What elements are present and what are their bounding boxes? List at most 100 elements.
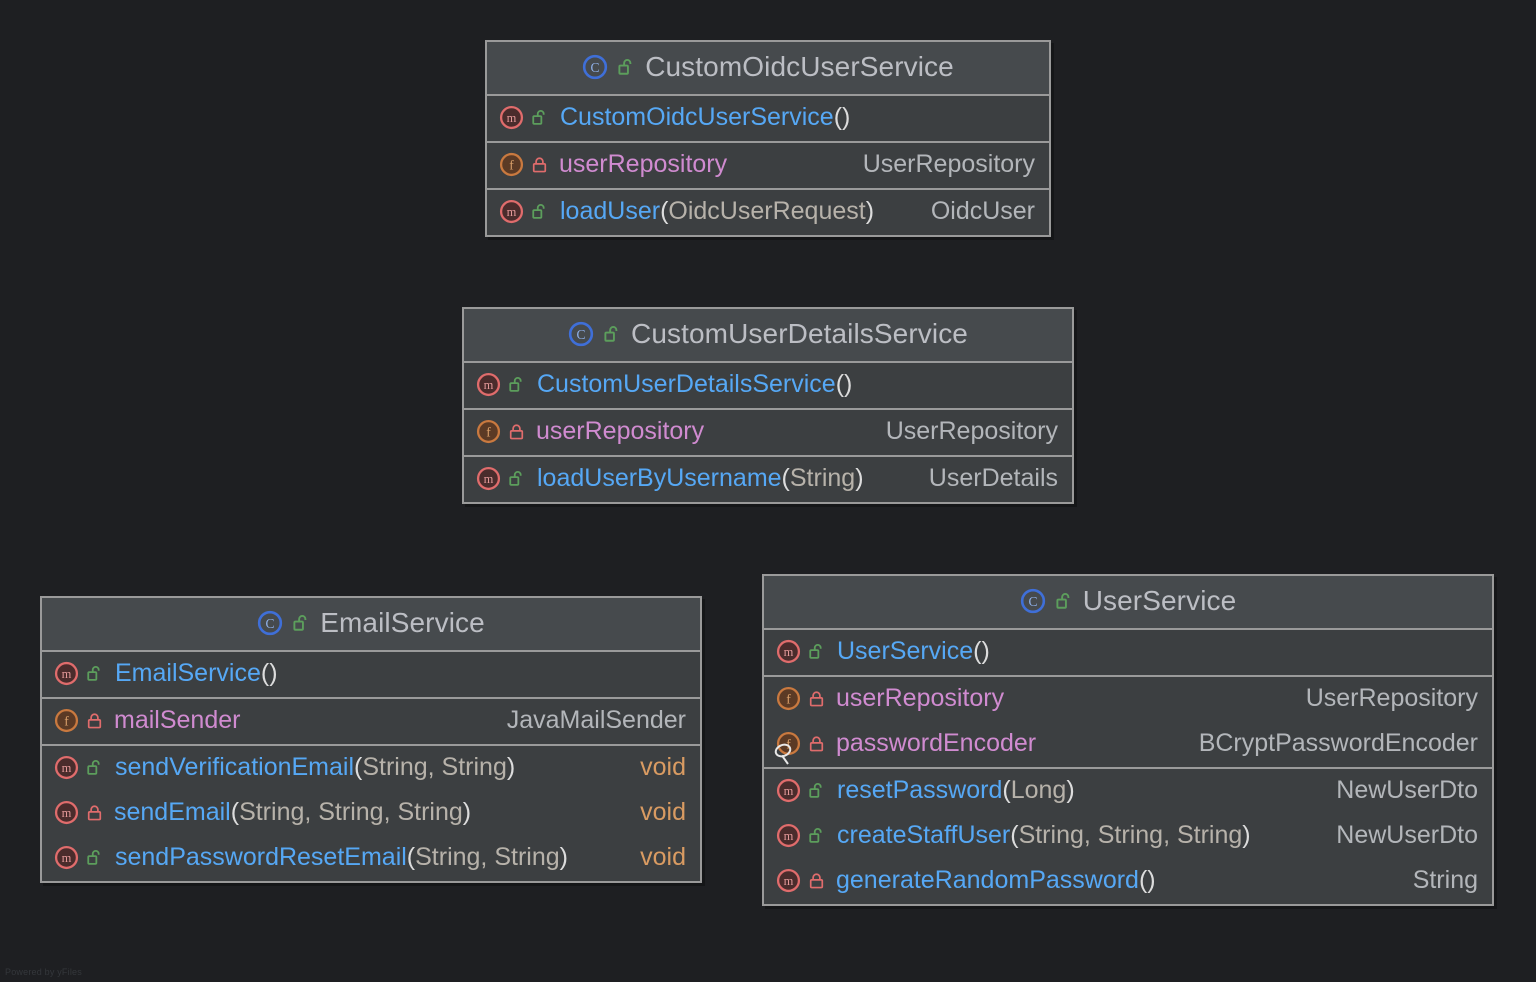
method-icon: m (499, 199, 524, 224)
uml-paren-close: ) (981, 637, 990, 665)
uml-row-icons: m (499, 199, 549, 224)
lock-icon (531, 156, 548, 174)
uml-row-icons: m (476, 466, 526, 491)
uml-field-name: userRepository (559, 150, 728, 178)
class-icon: C (257, 610, 283, 636)
svg-text:m: m (62, 667, 72, 681)
unlock-icon (617, 57, 636, 77)
uml-row-icons: m (476, 372, 526, 397)
uml-return-type: JavaMailSender (506, 706, 686, 734)
svg-text:m: m (784, 645, 794, 659)
uml-paren-open: ( (406, 843, 416, 871)
uml-member-signature: CustomUserDetailsService() (537, 370, 852, 399)
method-icon: m (776, 823, 801, 848)
field-icon: f (54, 708, 79, 733)
unlock-icon (531, 202, 549, 221)
field-icon: f (476, 419, 501, 444)
lock-icon (86, 712, 103, 730)
method-icon: m (476, 372, 501, 397)
uml-paren-close: ) (269, 659, 278, 687)
uml-method-row[interactable]: m createStaffUser(String, String, String)… (764, 814, 1492, 859)
uml-member-signature: loadUser(OidcUserRequest) (560, 197, 874, 226)
uml-member-signature: sendEmail(String, String, String) (114, 798, 471, 827)
uml-field-name: userRepository (536, 417, 705, 445)
svg-text:m: m (484, 378, 494, 392)
method-icon: m (54, 661, 79, 686)
svg-text:f: f (64, 714, 69, 729)
uml-section: m sendVerificationEmail(String, String) vo… (42, 746, 700, 881)
uml-member-signature: loadUserByUsername(String) (537, 464, 864, 493)
uml-row-icons: f (476, 419, 525, 444)
uml-row-icons: m (776, 823, 826, 848)
uml-member-signature: sendVerificationEmail(String, String) (115, 753, 515, 782)
uml-return-type: void (640, 798, 686, 826)
uml-paren-open: ( (835, 370, 845, 398)
uml-method-row[interactable]: m CustomUserDetailsService() (464, 363, 1072, 408)
uml-method-name: CustomUserDetailsService (537, 370, 836, 398)
uml-row-icons: f (54, 708, 103, 733)
uml-paren-open: ( (833, 103, 843, 131)
uml-member-signature: createStaffUser(String, String, String) (837, 821, 1251, 850)
unlock-icon (808, 781, 826, 800)
svg-text:m: m (507, 111, 517, 125)
svg-text:m: m (62, 806, 72, 820)
uml-method-params: OidcUserRequest (668, 197, 866, 225)
svg-text:m: m (784, 874, 794, 888)
uml-member-signature: userRepository (559, 150, 727, 179)
field-icon: f (776, 686, 801, 711)
uml-method-params: Long (1010, 776, 1067, 804)
uml-paren-close: ) (844, 370, 853, 398)
unlock-icon (292, 613, 311, 633)
svg-text:C: C (266, 616, 275, 631)
uml-return-type: NewUserDto (1336, 821, 1478, 849)
uml-method-row[interactable]: m sendEmail(String, String, String) void (42, 791, 700, 836)
svg-text:f: f (786, 692, 791, 707)
uml-return-type: void (640, 843, 686, 871)
unlock-icon (1055, 591, 1074, 611)
uml-field-row[interactable]: f mailSender JavaMailSender (42, 699, 700, 744)
method-icon: m (776, 868, 801, 893)
svg-text:f: f (509, 158, 514, 173)
unlock-icon (603, 324, 622, 344)
unlock-icon (508, 469, 526, 488)
uml-method-name: createStaffUser (837, 821, 1011, 849)
uml-field-name: mailSender (114, 706, 241, 734)
uml-row-icons: m (499, 105, 549, 130)
class-icon: C (568, 321, 594, 347)
uml-method-params: String, String (415, 843, 560, 871)
uml-row-icons: m (54, 800, 103, 825)
uml-return-type: NewUserDto (1336, 776, 1478, 804)
unlock-icon (808, 642, 826, 661)
svg-text:C: C (591, 60, 600, 75)
svg-text:m: m (62, 761, 72, 775)
uml-paren-close: ) (1242, 821, 1251, 849)
uml-row-icons: f (776, 686, 825, 711)
method-icon: m (499, 105, 524, 130)
field-icon: f (776, 731, 801, 756)
